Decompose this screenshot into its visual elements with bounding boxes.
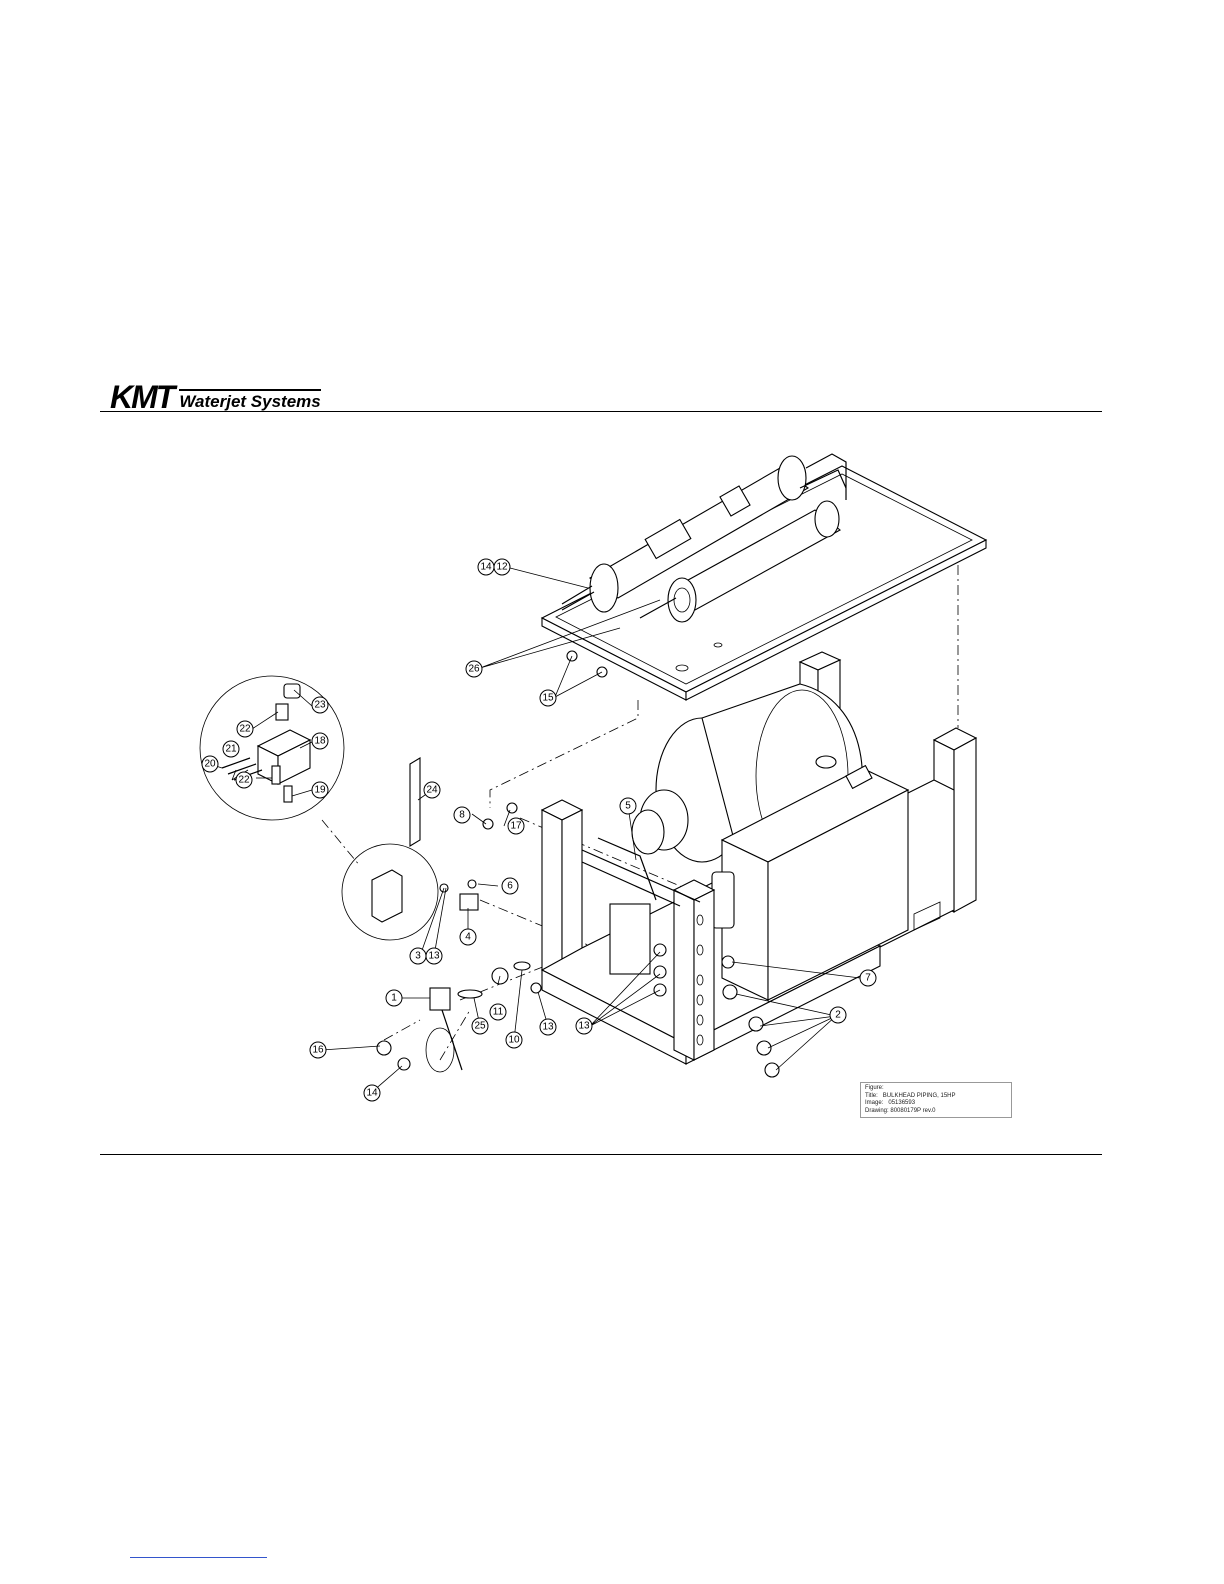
callout-1: 1 xyxy=(386,990,402,1006)
callout-11: 11 xyxy=(490,1004,506,1020)
callout-4: 4 xyxy=(460,929,476,945)
callout-13-center: 13 xyxy=(540,1019,556,1035)
callout-10: 10 xyxy=(506,1032,522,1048)
svg-text:1: 1 xyxy=(391,993,397,1004)
assembly-line-left xyxy=(490,700,638,808)
svg-text:14: 14 xyxy=(366,1088,378,1099)
svg-text:22: 22 xyxy=(238,775,250,786)
title-block: Figure: Title: BULKHEAD PIPING, 15HP Ima… xyxy=(860,1082,1012,1118)
title-block-figure: Figure: xyxy=(865,1085,1007,1093)
svg-text:13: 13 xyxy=(578,1021,590,1032)
callout-22-top: 22 xyxy=(237,721,253,737)
svg-text:21: 21 xyxy=(225,744,237,755)
callout-14-top: 14 xyxy=(478,559,494,575)
callout-6: 6 xyxy=(502,878,518,894)
callout-13-right: 13 xyxy=(576,1018,592,1034)
svg-text:16: 16 xyxy=(312,1045,324,1056)
svg-text:2: 2 xyxy=(835,1010,841,1021)
callout-7: 7 xyxy=(860,970,876,986)
callout-20: 20 xyxy=(202,756,218,772)
svg-text:18: 18 xyxy=(314,736,326,747)
callout-15: 15 xyxy=(540,690,556,706)
callout-19: 19 xyxy=(312,782,328,798)
svg-text:24: 24 xyxy=(426,785,438,796)
svg-text:23: 23 xyxy=(314,700,326,711)
svg-text:8: 8 xyxy=(459,810,465,821)
svg-text:5: 5 xyxy=(625,801,631,812)
svg-text:26: 26 xyxy=(468,664,480,675)
svg-text:12: 12 xyxy=(496,562,508,573)
callout-3: 3 xyxy=(410,948,426,964)
svg-text:10: 10 xyxy=(508,1035,520,1046)
callout-2: 2 xyxy=(830,1007,846,1023)
callout-22-bottom: 22 xyxy=(236,772,252,788)
svg-text:13: 13 xyxy=(428,951,440,962)
callout-5: 5 xyxy=(620,798,636,814)
callout-16: 16 xyxy=(310,1042,326,1058)
callout-17: 17 xyxy=(508,818,524,834)
callout-21: 21 xyxy=(223,741,239,757)
callout-18: 18 xyxy=(312,733,328,749)
title-block-title: Title: BULKHEAD PIPING, 15HP xyxy=(865,1093,1007,1101)
svg-text:13: 13 xyxy=(542,1022,554,1033)
callout-26: 26 xyxy=(466,661,482,677)
title-block-drawing: Drawing: 80080179P rev.0 xyxy=(865,1108,1007,1116)
title-block-image: Image: 05136593 xyxy=(865,1100,1007,1108)
svg-text:19: 19 xyxy=(314,785,326,796)
svg-text:6: 6 xyxy=(507,881,513,892)
callout-14-bottom: 14 xyxy=(364,1085,380,1101)
callout-25: 25 xyxy=(472,1018,488,1034)
svg-text:14: 14 xyxy=(480,562,492,573)
svg-text:11: 11 xyxy=(493,1007,504,1018)
callout-24: 24 xyxy=(424,782,440,798)
svg-text:17: 17 xyxy=(510,821,522,832)
svg-text:15: 15 xyxy=(542,693,554,704)
callout-12: 12 xyxy=(494,559,510,575)
svg-text:4: 4 xyxy=(465,932,471,943)
callout-8: 8 xyxy=(454,807,470,823)
svg-text:25: 25 xyxy=(474,1021,486,1032)
svg-text:7: 7 xyxy=(865,973,871,984)
callout-23: 23 xyxy=(312,697,328,713)
svg-text:3: 3 xyxy=(415,951,421,962)
assembly-line-manifold xyxy=(322,820,360,866)
svg-text:22: 22 xyxy=(239,724,251,735)
callout-13-left: 13 xyxy=(426,948,442,964)
svg-text:20: 20 xyxy=(204,759,216,770)
